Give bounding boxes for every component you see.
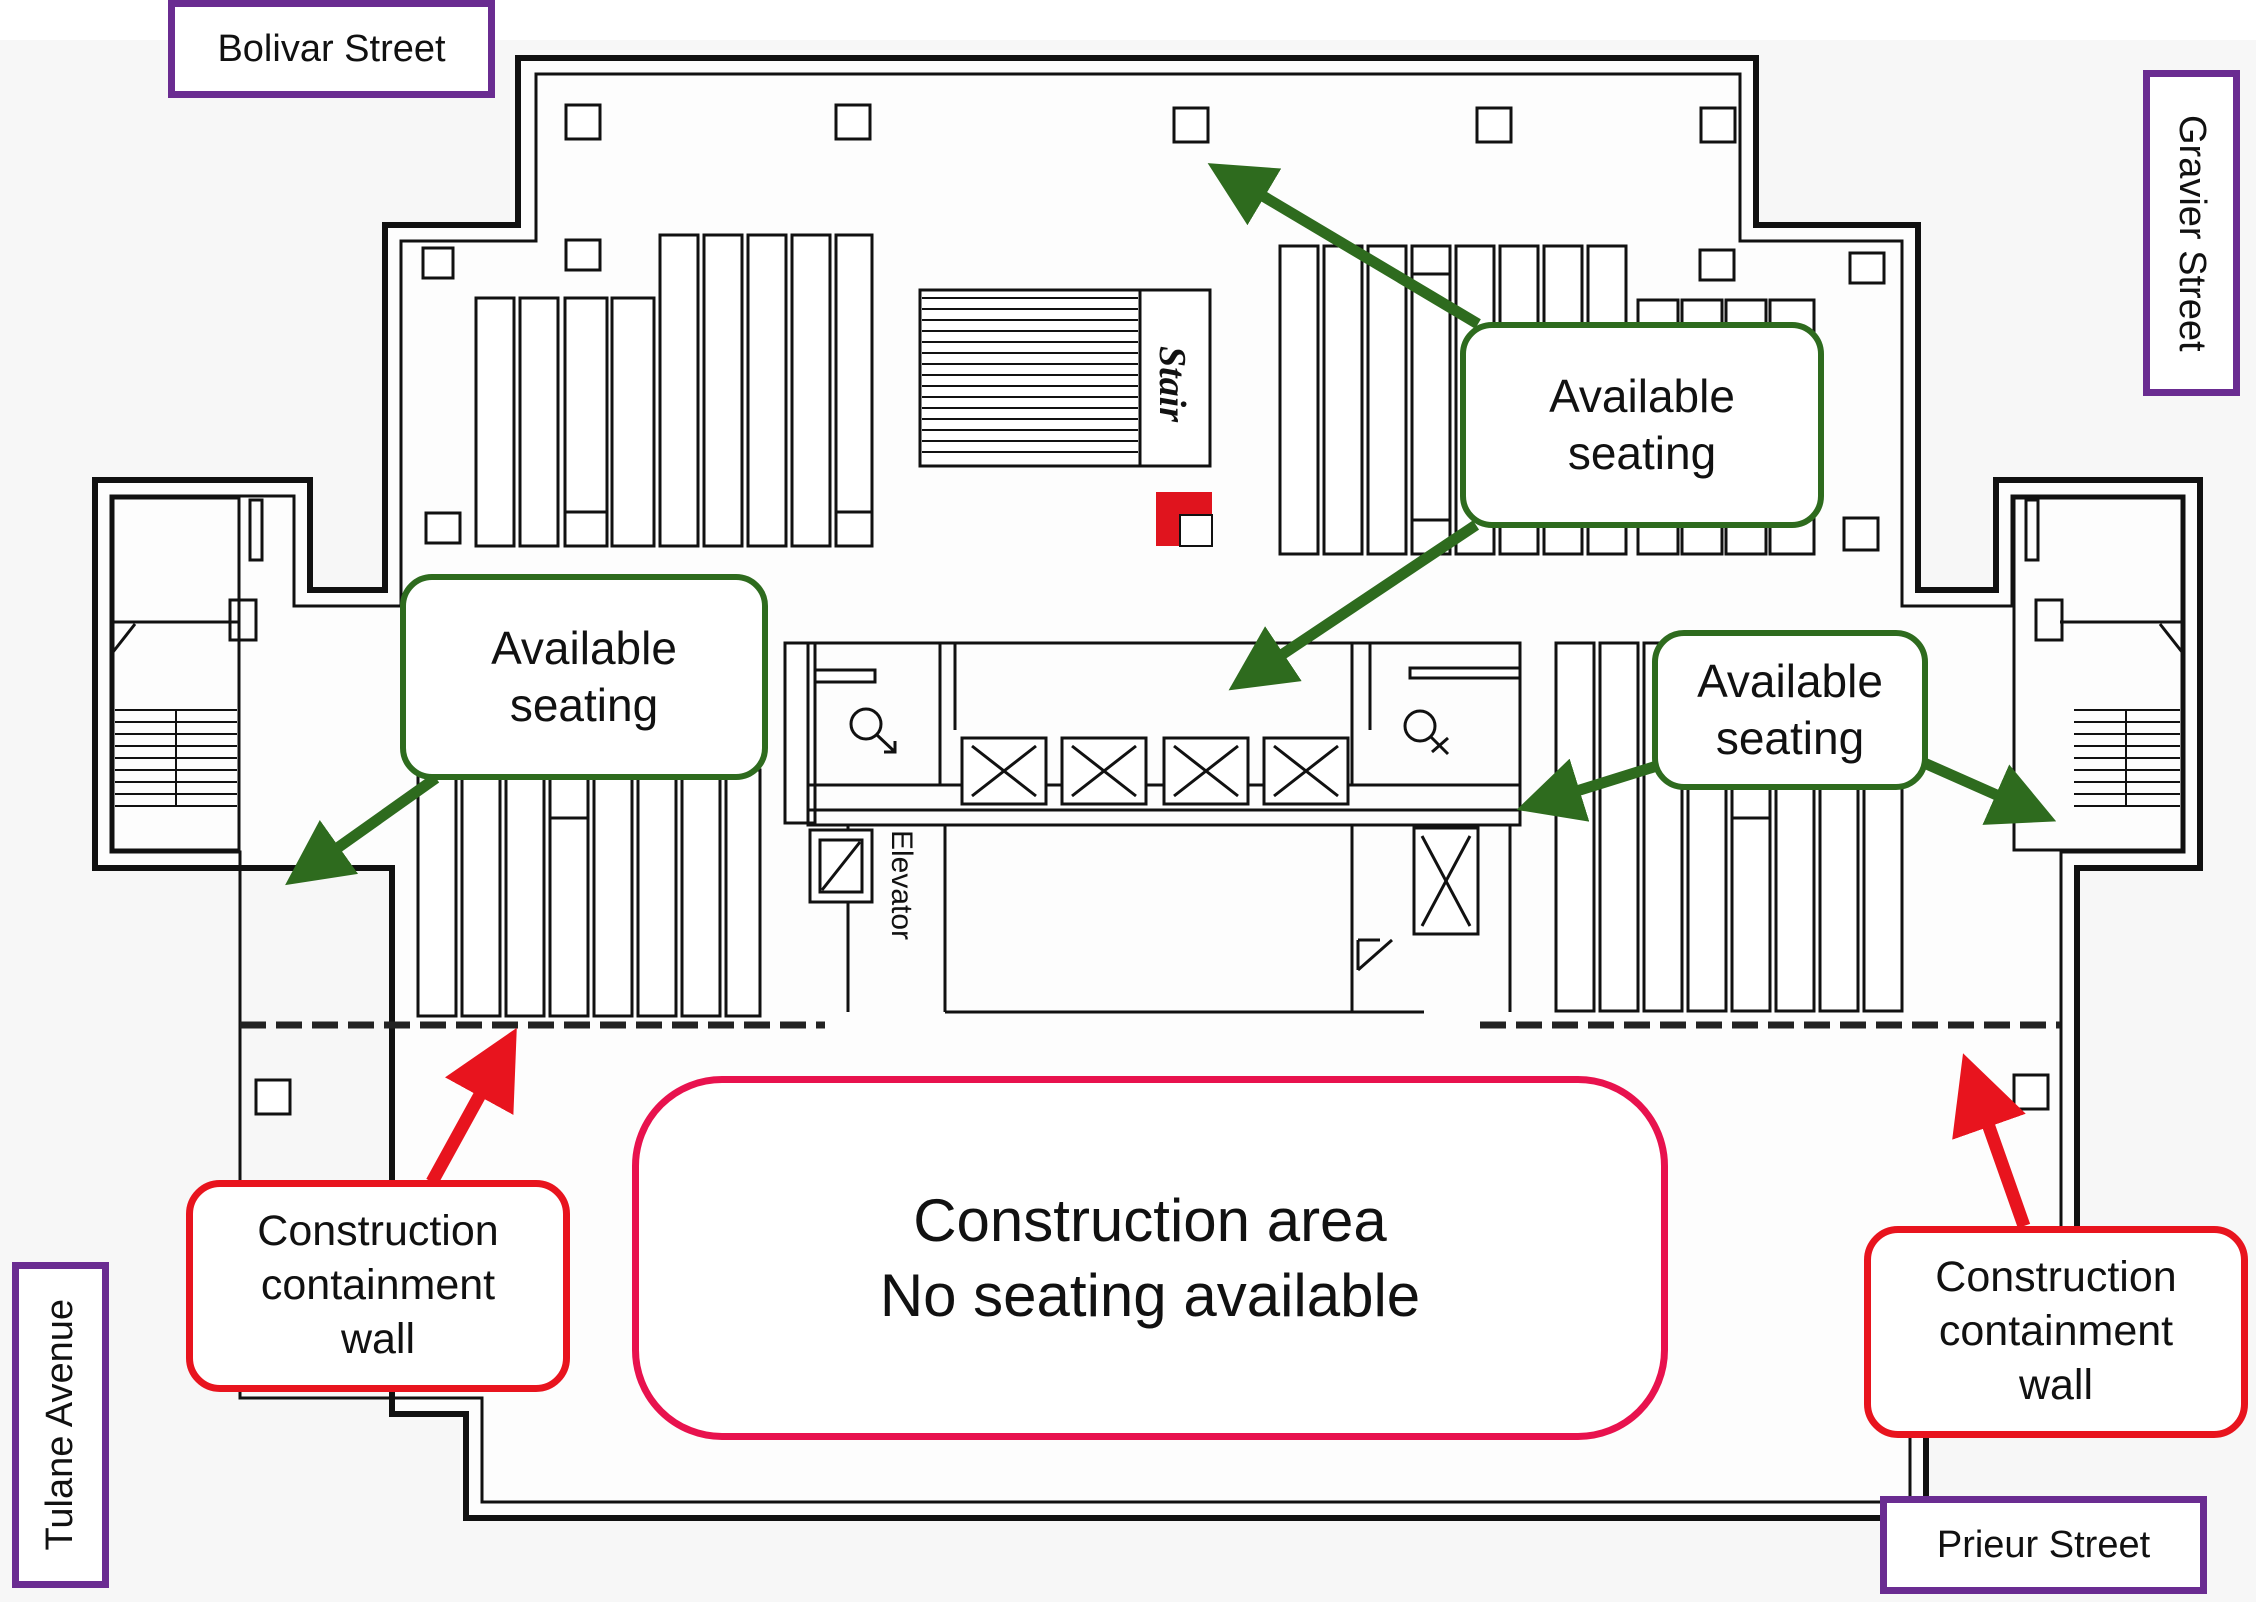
callout-containment-wall-left: Construction containment wall xyxy=(186,1180,570,1392)
stair-label: Stair xyxy=(1151,346,1193,423)
arrow-to-core-seating xyxy=(1516,758,1662,822)
shelving-top-left xyxy=(474,233,874,548)
street-label-north: Bolivar Street xyxy=(168,0,495,98)
stair-tower-right-treads xyxy=(2074,709,2180,807)
callout-available-seating-right: Available seating xyxy=(1652,630,1928,790)
red-marker xyxy=(1156,492,1213,547)
callout-available-seating-top-right: Available seating xyxy=(1460,322,1824,528)
arrow-to-east-seating xyxy=(1919,756,2057,825)
wall-arrows xyxy=(426,1027,2031,1229)
street-label-south: Prieur Street xyxy=(1880,1496,2207,1594)
arrow-to-right-wall xyxy=(1952,1053,2031,1229)
seating-arrows xyxy=(285,163,2057,886)
elevator-icon xyxy=(808,736,1480,936)
construction-area-callout: Construction area No seating available xyxy=(632,1076,1668,1440)
female-restroom-icon xyxy=(1403,709,1450,756)
callout-containment-wall-right: Construction containment wall xyxy=(1864,1226,2248,1438)
arrow-to-left-wall xyxy=(426,1027,517,1186)
stair-tower-right xyxy=(2012,496,2184,852)
stair-tower-left xyxy=(111,496,264,852)
stair-tower-left-treads xyxy=(115,709,237,807)
core-block xyxy=(783,641,1522,1014)
street-label-west: Tulane Avenue xyxy=(12,1262,109,1588)
elevator-label: Elevator xyxy=(885,830,918,940)
arrow-to-west-seating xyxy=(285,773,440,886)
stair-treads xyxy=(922,297,1138,453)
arrow-to-center-seating xyxy=(1228,520,1480,691)
street-label-east: Gravier Street xyxy=(2143,70,2240,396)
arrow-to-north-seating xyxy=(1207,163,1481,329)
columns xyxy=(254,103,2050,1116)
shelving-lower-left xyxy=(416,768,762,1018)
male-restroom-icon xyxy=(849,707,897,754)
callout-available-seating-left: Available seating xyxy=(400,574,768,780)
